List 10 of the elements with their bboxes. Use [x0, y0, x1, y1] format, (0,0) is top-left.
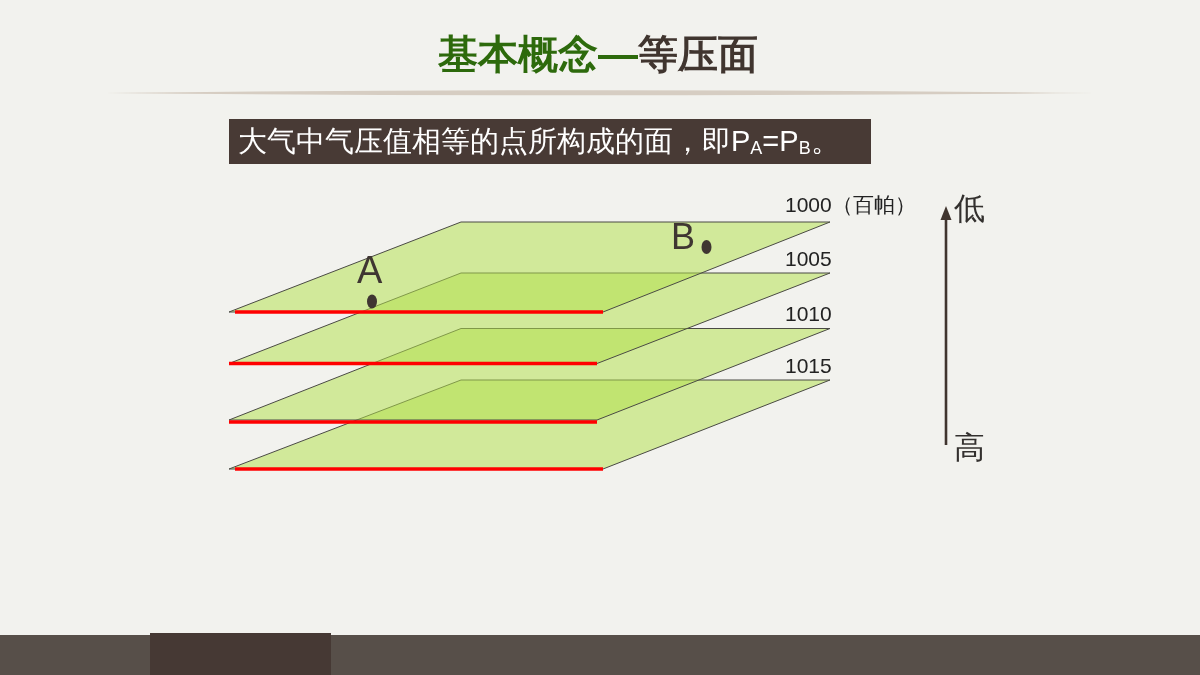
- title: 基本概念—等压面: [438, 33, 758, 74]
- pressure-level-label: 低: [954, 192, 985, 224]
- definition-banner: 大气中气压值相等的点所构成的面，即P$_{A}$=P$_{B}$。: [229, 118, 871, 164]
- point-label: B: [671, 218, 695, 255]
- pressure-value-label: 1000（百帕）: [785, 193, 916, 215]
- pressure-value-label: 1005: [785, 247, 832, 269]
- pressure-value-label: 1015: [785, 354, 832, 376]
- pressure-level-label: 高: [954, 431, 985, 463]
- pressure-value-label: 1010: [785, 302, 832, 324]
- point-label: A: [357, 251, 383, 289]
